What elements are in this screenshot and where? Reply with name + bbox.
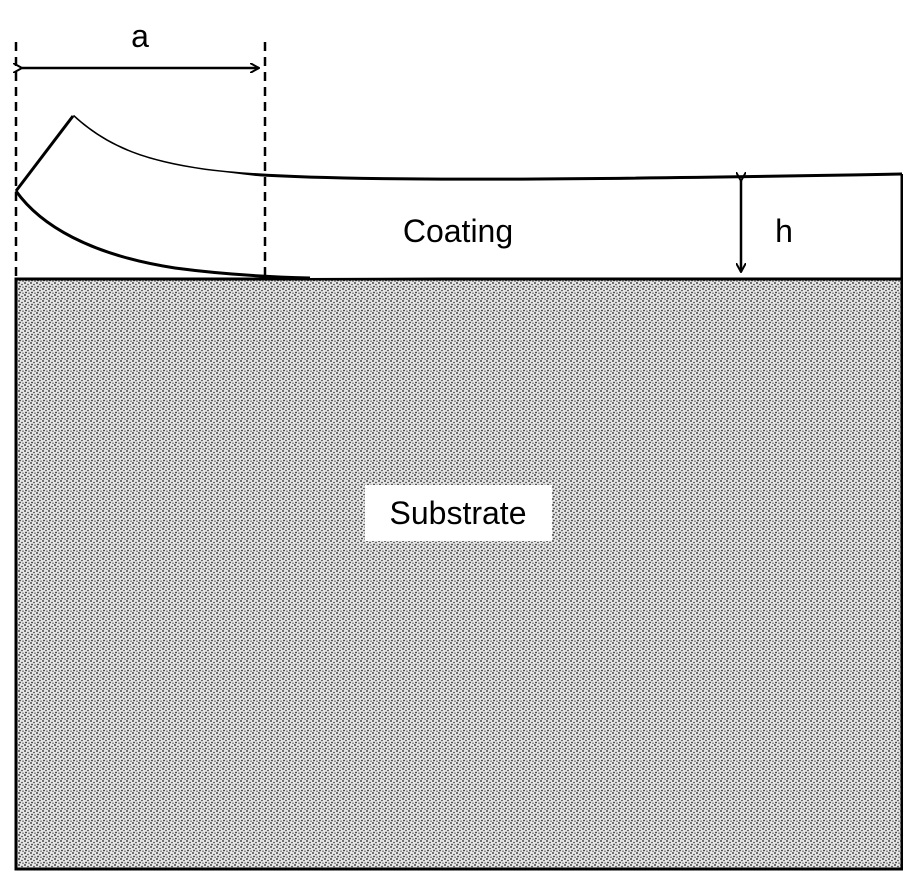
substrate-label-background bbox=[365, 485, 552, 541]
delaminated-flap bbox=[16, 116, 300, 278]
substrate-block bbox=[14, 277, 903, 871]
coating-top-edge bbox=[71, 114, 903, 181]
coating-layer bbox=[280, 174, 902, 278]
substrate-label: Substrate bbox=[390, 495, 527, 531]
thickness-label: h bbox=[775, 213, 793, 249]
flap-underside bbox=[14, 190, 311, 280]
flap-crack-edge bbox=[14, 115, 75, 192]
crack-length-label: a bbox=[131, 18, 149, 54]
coating-label: Coating bbox=[403, 213, 513, 249]
